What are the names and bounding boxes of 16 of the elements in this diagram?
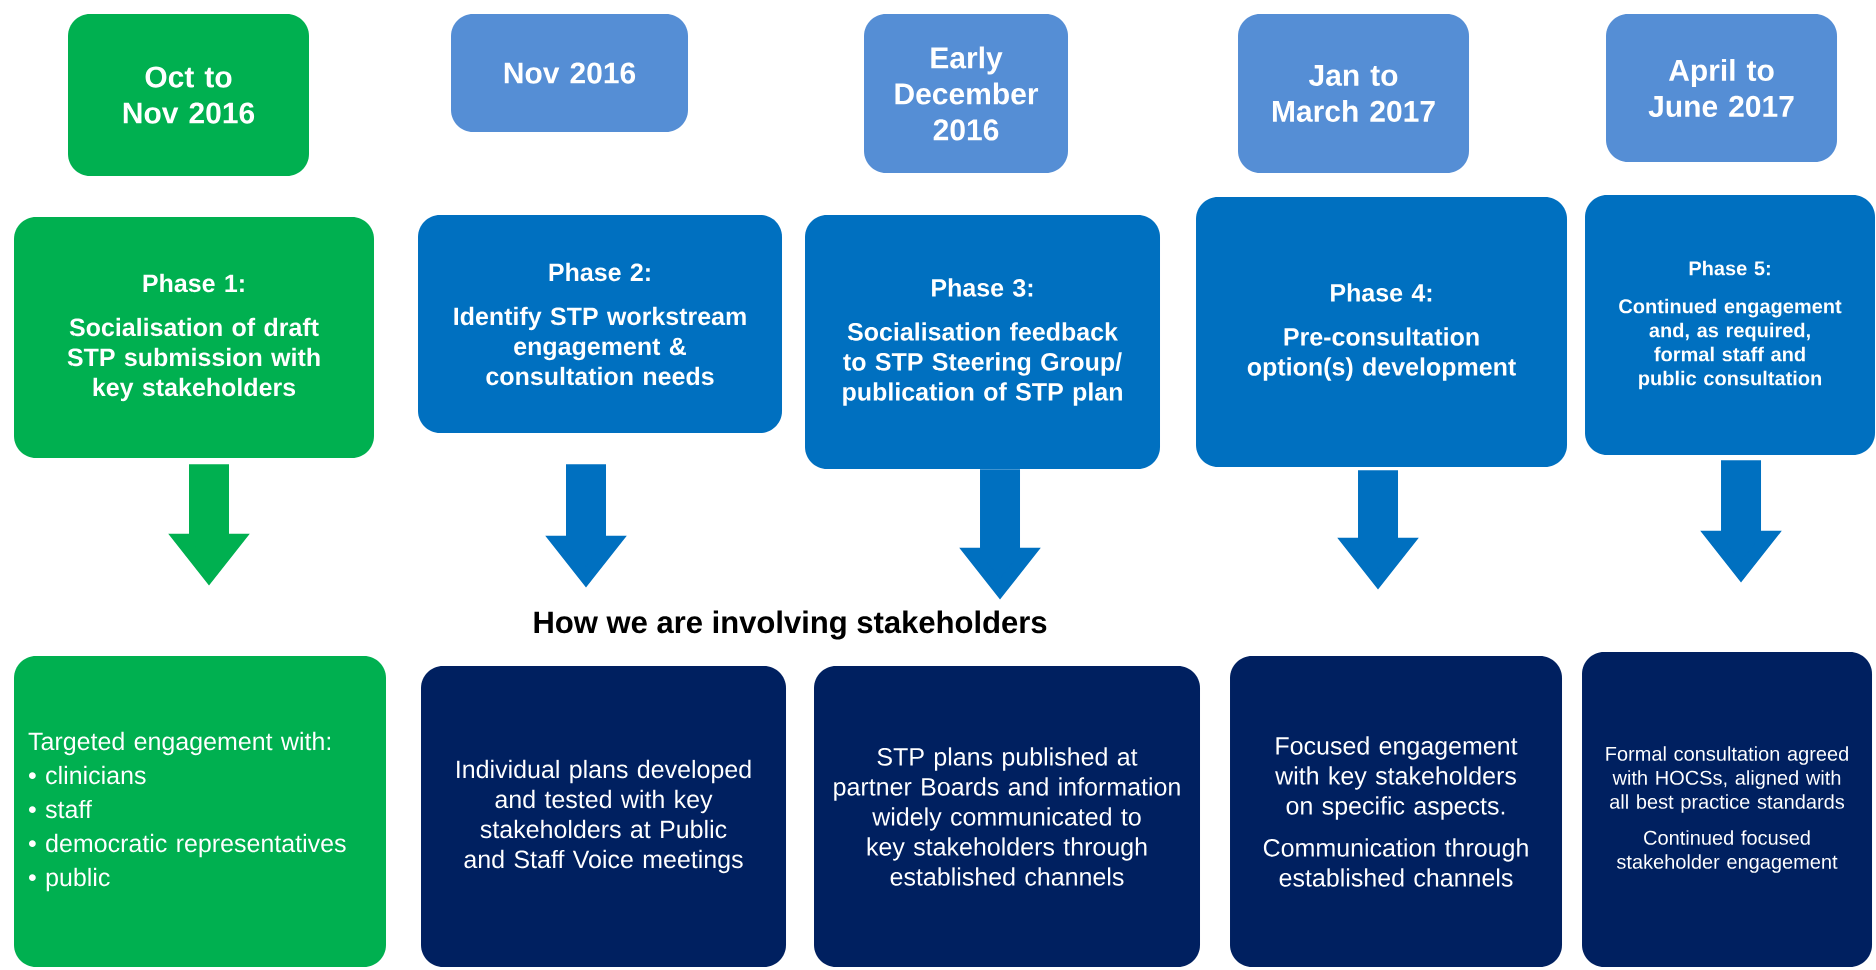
date-box: Nov 2016 <box>451 14 688 132</box>
stage-box: STP plans published at partner Boards and information widely communicated to key stakeholders through established channels <box>814 666 1200 967</box>
section-heading: How we are involving stakeholders <box>534 610 1047 640</box>
date-box: Jan to March 2017 <box>1238 14 1469 173</box>
date-box: Early December 2016 <box>864 14 1068 173</box>
stage-box: Formal consultation agreed with HOCSs, aligned with all best practice standards Continued focused stakeholder engagement <box>1582 652 1872 967</box>
stage-box: Targeted engagement with: • clinicians • staff • democratic representatives • public <box>14 656 386 967</box>
phase-box: Phase 3: Socialisation feedback to STP Steering Group/ publication of STP plan <box>805 215 1160 469</box>
phase-box: Phase 1: Socialisation of draft STP submission with key stakeholders <box>14 217 374 458</box>
phase-box: Phase 2: Identify STP workstream engagement & consultation needs <box>418 215 782 433</box>
phase-box: Phase 4: Pre-consultation option(s) development <box>1196 197 1567 467</box>
phase-box: Phase 5: Continued engagement and, as required, formal staff and public consultation <box>1585 195 1875 455</box>
date-box: April to June 2017 <box>1606 14 1837 162</box>
stage-box: Individual plans developed and tested with key stakeholders at Public and Staff Voice meetings <box>421 666 786 967</box>
date-box: Oct to Nov 2016 <box>68 14 309 176</box>
stage-box: Focused engagement with key stakeholders on specific aspects. Communication through established channels <box>1230 656 1562 967</box>
